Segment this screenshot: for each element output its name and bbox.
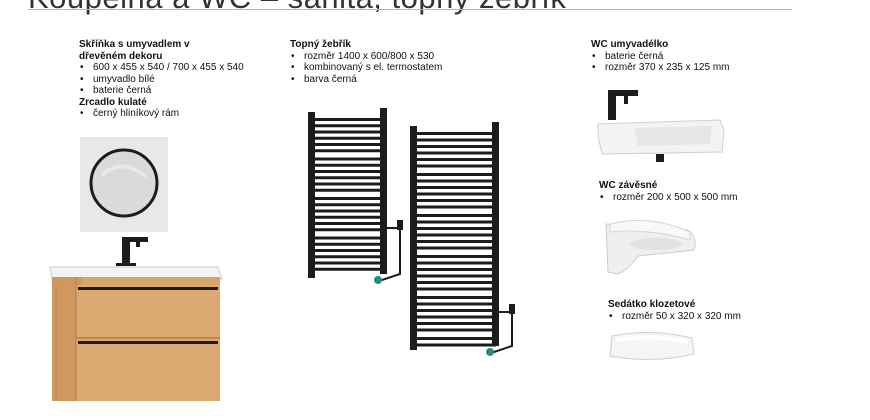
toilet-seat-icon: [609, 331, 695, 361]
page-title: Koupelna a WC – sanita, topný žebřík: [28, 0, 566, 16]
section-wall-toilet: WC závěsné rozměr 200 x 500 x 500 mm: [599, 180, 738, 203]
section-heading: Zrcadlo kulaté: [79, 96, 147, 108]
spec-list: baterie černá rozměr 370 x 235 x 125 mm: [591, 51, 730, 74]
vanity-cabinet-icon: [49, 237, 223, 401]
section-heading: Topný žebřík: [290, 39, 351, 50]
section-radiator: Topný žebřík rozměr 1400 x 600/800 x 530…: [290, 39, 442, 85]
list-item: černý hliníkový rám: [79, 108, 239, 120]
list-item: 600 x 455 x 540 / 700 x 455 x 540: [79, 62, 244, 74]
section-heading: Sedátko klozetové: [608, 299, 696, 310]
section-heading: WC umyvadélko: [591, 39, 669, 50]
list-item: barva černá: [290, 74, 442, 86]
section-heading: WC závěsné: [599, 180, 658, 191]
spec-list: rozměr 50 x 320 x 320 mm: [608, 311, 741, 323]
towel-radiator-icon: [308, 108, 403, 284]
list-item: baterie černá: [79, 85, 239, 97]
wall-toilet-icon: [605, 219, 696, 275]
list-item: rozměr 1400 x 600/800 x 530: [290, 51, 442, 63]
towel-radiator-icon: [410, 122, 515, 356]
basin-icon: [597, 90, 725, 162]
list-item: rozměr 370 x 235 x 125 mm: [591, 62, 730, 74]
spec-list: rozměr 1400 x 600/800 x 530 kombinovaný …: [290, 51, 442, 86]
list-item: umyvadlo bílé: [79, 74, 239, 86]
spec-list: černý hliníkový rám: [79, 108, 239, 120]
spec-list: 600 x 455 x 540 / 700 x 455 x 540 umyvad…: [79, 62, 244, 97]
spec-list: rozměr 200 x 500 x 500 mm: [599, 192, 738, 204]
list-item: rozměr 200 x 500 x 500 mm: [599, 192, 738, 204]
section-cabinet: Skříňka s umyvadlem v dřevěném dekoru 60…: [79, 39, 244, 120]
section-toilet-seat: Sedátko klozetové rozměr 50 x 320 x 320 …: [608, 299, 741, 322]
list-item: baterie černá: [591, 51, 730, 63]
section-heading: Skříňka s umyvadlem v dřevěném dekoru: [79, 39, 190, 62]
list-item: rozměr 50 x 320 x 320 mm: [608, 311, 741, 323]
list-item: kombinovaný s el. termostatem: [290, 62, 442, 74]
title-divider: [28, 9, 792, 10]
section-wc-basin: WC umyvadélko baterie černá rozměr 370 x…: [591, 39, 730, 74]
round-mirror-icon: [80, 137, 168, 232]
